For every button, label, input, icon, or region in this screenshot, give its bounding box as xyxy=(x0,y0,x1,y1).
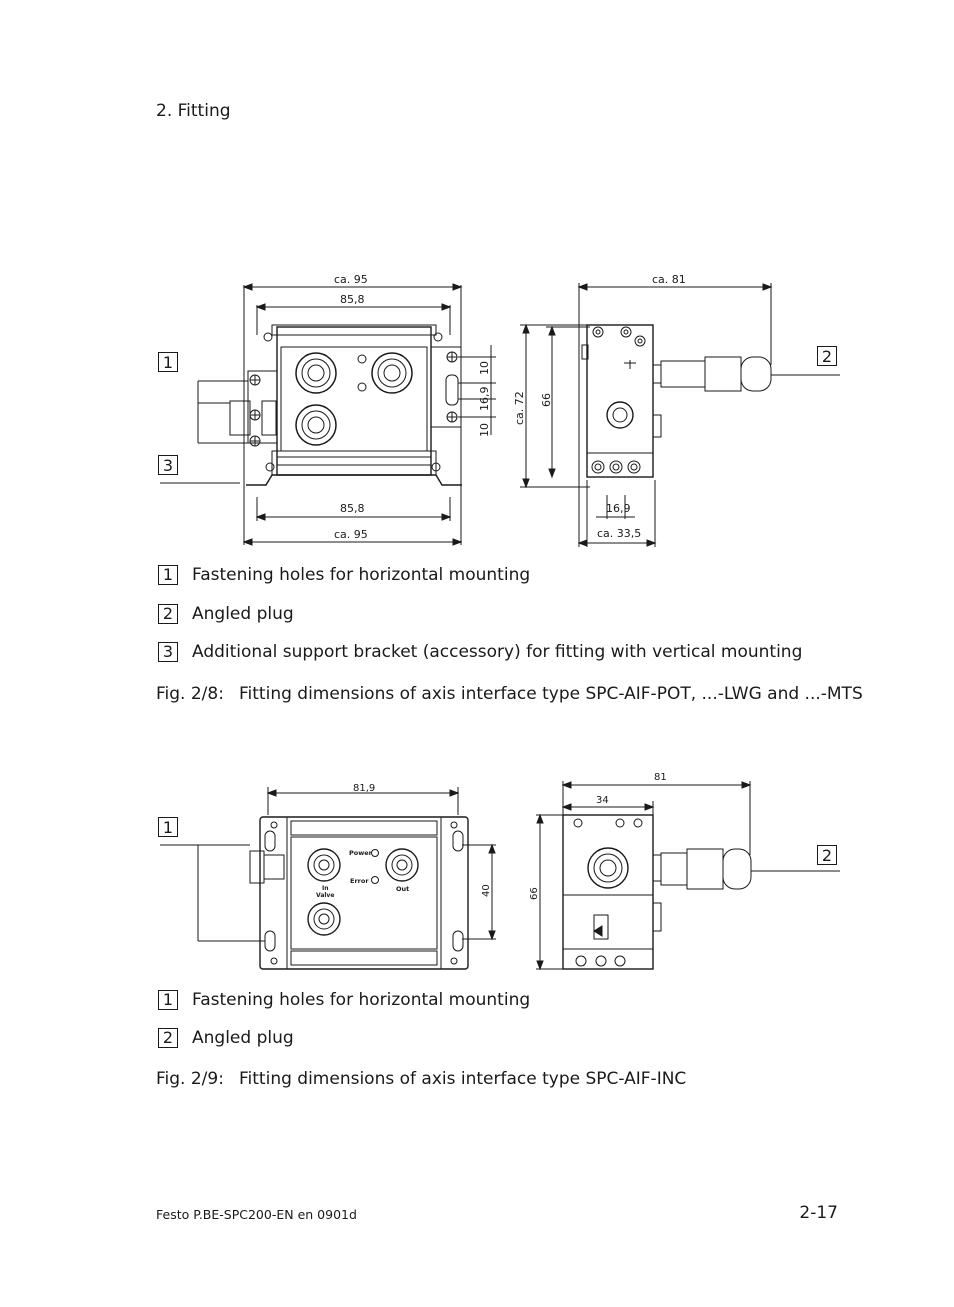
legend-text: Angled plug xyxy=(192,1028,294,1048)
dim-side-top: ca. 81 xyxy=(652,273,686,286)
figure-1-legend-item: 1 Fastening holes for horizontal mountin… xyxy=(158,564,530,586)
legend-number: 1 xyxy=(158,990,178,1010)
legend-text: Additional support bracket (accessory) f… xyxy=(192,642,803,662)
caption-number: Fig. 2/8: xyxy=(156,684,224,704)
label-out: Out xyxy=(396,885,409,893)
legend-number: 3 xyxy=(158,642,178,662)
dim-side-335: ca. 33,5 xyxy=(597,527,641,540)
dim-right-10b: 10 xyxy=(478,423,491,437)
dim-top: 81,9 xyxy=(353,783,375,794)
figure-1-callout-3: 3 xyxy=(158,455,178,475)
label-error: Error xyxy=(350,877,369,885)
dim-bottom-inner: 85,8 xyxy=(340,502,365,515)
figure-1-drawing: ca. 95 85,8 85,8 ca. 95 10 16,9 10 c xyxy=(150,265,850,555)
legend-text: Fastening holes for horizontal mounting xyxy=(192,565,531,585)
figure-1-callout-1: 1 xyxy=(158,352,178,372)
dim-right-40: 40 xyxy=(481,884,492,897)
dim-side-ca72: ca. 72 xyxy=(513,391,526,425)
dim-top-inner: 85,8 xyxy=(340,293,365,306)
dim-right-10a: 10 xyxy=(478,361,491,375)
dim-top-outer: ca. 95 xyxy=(334,273,368,286)
legend-text: Angled plug xyxy=(192,604,294,624)
figure-2-drawing: 81,9 Power Error In Valve Out 40 66 81 3… xyxy=(150,765,850,980)
label-valve: Valve xyxy=(316,892,334,899)
figure-2-legend-item: 1 Fastening holes for horizontal mountin… xyxy=(158,989,530,1011)
figure-2-callout-1: 1 xyxy=(158,817,178,837)
legend-text: Fastening holes for horizontal mounting xyxy=(192,990,531,1010)
section-heading: 2. Fitting xyxy=(156,101,231,121)
dim-side-81: 81 xyxy=(654,772,667,783)
legend-number: 2 xyxy=(158,1028,178,1048)
caption-number: Fig. 2/9: xyxy=(156,1069,224,1089)
figure-2-caption: Fig. 2/9: Fitting dimensions of axis int… xyxy=(156,1069,686,1089)
page-number: 2-17 xyxy=(799,1203,838,1223)
dim-side-34: 34 xyxy=(596,795,609,806)
label-in: In xyxy=(322,885,329,892)
caption-text: Fitting dimensions of axis interface typ… xyxy=(239,684,863,704)
figure-2-callout-2: 2 xyxy=(817,845,837,865)
label-power: Power xyxy=(349,849,373,857)
footer-document-id: Festo P.BE-SPC200-EN en 0901d xyxy=(156,1207,357,1222)
dim-bottom-outer: ca. 95 xyxy=(334,528,368,541)
figure-1-caption: Fig. 2/8: Fitting dimensions of axis int… xyxy=(156,684,863,704)
figure-2-legend-item: 2 Angled plug xyxy=(158,1027,294,1049)
figure-1-callout-2: 2 xyxy=(817,346,837,366)
figure-1-legend-item: 2 Angled plug xyxy=(158,603,294,625)
legend-number: 2 xyxy=(158,604,178,624)
dim-side-66: 66 xyxy=(529,887,540,900)
figure-1-legend-item: 3 Additional support bracket (accessory)… xyxy=(158,641,802,663)
dim-side-66: 66 xyxy=(540,393,553,407)
dim-side-169: 16,9 xyxy=(606,502,631,515)
caption-text: Fitting dimensions of axis interface typ… xyxy=(239,1069,687,1089)
dim-right-169: 16,9 xyxy=(478,387,491,412)
legend-number: 1 xyxy=(158,565,178,585)
